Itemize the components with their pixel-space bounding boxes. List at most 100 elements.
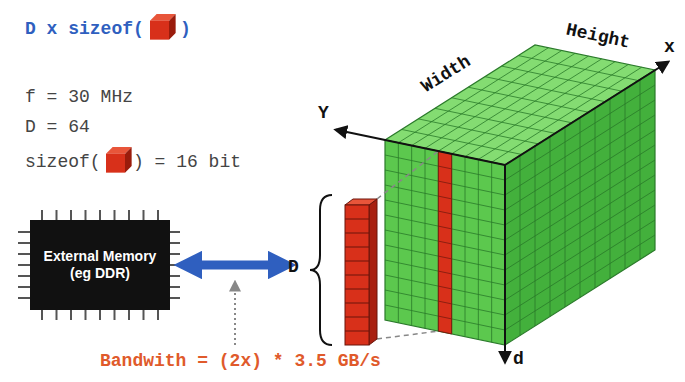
- chip-pin: [85, 210, 87, 220]
- slice-line: [438, 196, 451, 199]
- axis-label: Y: [318, 104, 329, 122]
- grid-line: [468, 87, 588, 112]
- chip-pin: [18, 253, 30, 255]
- formula-text: D x sizeof(: [25, 20, 144, 38]
- depth-label: D: [288, 258, 299, 276]
- grid-line: [505, 130, 655, 225]
- column-cell-line: [345, 247, 369, 248]
- chip-pins: [18, 210, 180, 320]
- icon-side: [169, 14, 176, 40]
- chip-label: External Memory (eg DDR): [42, 248, 158, 283]
- axes: [336, 62, 668, 362]
- chip-pin: [18, 264, 30, 266]
- cube-side-fill: [505, 70, 655, 345]
- slice-line: [438, 301, 451, 304]
- chip-pin: [18, 275, 30, 277]
- chip-pin: [170, 275, 180, 277]
- chip-pin: [143, 210, 145, 220]
- chip-pin: [170, 231, 180, 233]
- chip-pin: [18, 231, 30, 233]
- chip-pin: [114, 310, 116, 320]
- parameter-text: D = 64: [25, 118, 90, 136]
- column-cell-line: [345, 317, 369, 318]
- cube-front: [385, 140, 505, 345]
- chip-pin: [41, 210, 43, 220]
- grid-line: [505, 100, 655, 195]
- axis-line: [336, 130, 505, 165]
- chip-pin: [170, 297, 180, 299]
- data-column: [345, 151, 438, 345]
- column-side: [369, 199, 377, 345]
- grid-line: [418, 119, 538, 144]
- slice-line: [438, 181, 451, 184]
- axis-label: d: [513, 350, 524, 368]
- chip-pin: [18, 297, 30, 299]
- column-cell-line: [345, 219, 369, 220]
- column-cell-line: [345, 331, 369, 332]
- slice-line: [438, 211, 451, 214]
- slice-line: [438, 241, 451, 244]
- chip-pin: [157, 210, 159, 220]
- projection-line: [377, 151, 438, 199]
- bus-arrow: [188, 261, 282, 270]
- grid-line: [505, 235, 655, 330]
- element-cube-icon: [106, 147, 132, 173]
- chip-pin: [114, 210, 116, 220]
- column-front: [345, 205, 369, 345]
- cube-side: [505, 70, 655, 345]
- chip-pin: [70, 310, 72, 320]
- chip-pin: [170, 253, 180, 255]
- grid-line: [505, 145, 655, 240]
- projection-line: [377, 331, 438, 339]
- chip-pin: [143, 310, 145, 320]
- chip-pin: [70, 210, 72, 220]
- icon-front: [150, 21, 169, 40]
- chip-pin: [56, 310, 58, 320]
- slice-line: [438, 286, 451, 289]
- grid-line: [505, 85, 655, 180]
- chip-pin: [170, 286, 180, 288]
- chip-pin: [128, 310, 130, 320]
- column-cell-line: [345, 261, 369, 262]
- axis-line: [504, 165, 506, 362]
- column-top: [345, 199, 377, 205]
- chip-pin: [18, 286, 30, 288]
- slice-line: [438, 166, 451, 169]
- formula-text: ): [180, 20, 191, 38]
- column-cell-line: [345, 275, 369, 276]
- axis-label: x: [664, 38, 675, 56]
- grid-line: [505, 205, 655, 300]
- axis-line: [505, 62, 668, 165]
- chip-pin: [41, 310, 43, 320]
- chip-pin: [56, 210, 58, 220]
- chip-pin: [99, 310, 101, 320]
- column-cell-line: [345, 289, 369, 290]
- cube-front-fill: [385, 140, 505, 345]
- grid-line: [505, 115, 655, 210]
- slice-line: [438, 271, 451, 274]
- grid-line: [505, 220, 655, 315]
- chip-pin: [157, 310, 159, 320]
- grid-line: [505, 175, 655, 270]
- chip-pin: [85, 310, 87, 320]
- grid-line: [505, 190, 655, 285]
- pointer-arrow: [234, 282, 236, 345]
- memory-chip: External Memory (eg DDR): [30, 220, 170, 310]
- slice-line: [438, 256, 451, 259]
- dimension-label: Height: [564, 20, 631, 51]
- grid-line: [505, 160, 655, 255]
- parameter-text: sizeof(: [25, 153, 101, 171]
- slice-line: [438, 316, 451, 319]
- data-cube: [385, 45, 655, 345]
- chip-pin: [99, 210, 101, 220]
- depth-brace: [310, 195, 332, 345]
- column-cell-line: [345, 233, 369, 234]
- icon-side: [125, 147, 132, 173]
- grid-line: [502, 66, 622, 91]
- chip-pin: [128, 210, 130, 220]
- grid-line: [518, 56, 638, 81]
- column-cell-line: [345, 303, 369, 304]
- bandwidth-label: Bandwith = (2x) * 3.5 GB/s: [100, 352, 381, 370]
